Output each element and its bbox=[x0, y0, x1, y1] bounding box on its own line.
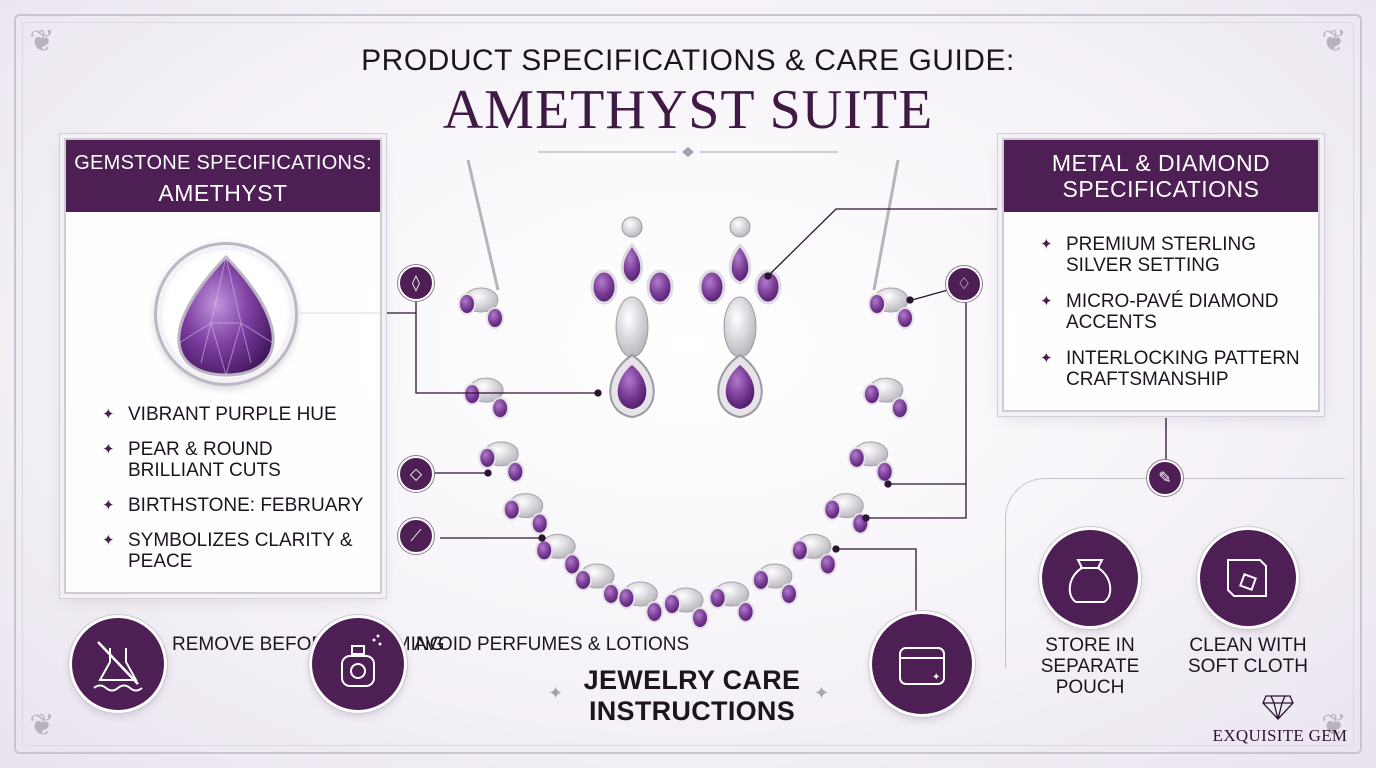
necklace-segment bbox=[663, 587, 709, 629]
necklace-chain bbox=[466, 159, 500, 291]
jewelry-pouch-box-icon: ✦ bbox=[872, 614, 972, 714]
list-item: ✦INTERLOCKING PATTERN CRAFTSMANSHIP bbox=[1040, 348, 1300, 390]
necklace bbox=[458, 287, 914, 629]
metal-panel-header: METAL & DIAMOND SPECIFICATIONS bbox=[1004, 140, 1318, 212]
gemstone-specs-panel: GEMSTONE SPECIFICATIONS: AMETHYST ✦VIBRA… bbox=[64, 138, 382, 594]
necklace-segment bbox=[823, 493, 870, 535]
sparkle-icon: ✦ bbox=[1040, 292, 1053, 310]
list-item: ✦VIBRANT PURPLE HUE bbox=[102, 404, 337, 425]
sparkle-icon: ✦ bbox=[102, 496, 115, 514]
necklace-segment bbox=[535, 533, 582, 576]
gemstone-specs-list: ✦VIBRANT PURPLE HUE ✦PEAR & ROUND BRILLI… bbox=[102, 404, 372, 586]
necklace-segment bbox=[617, 581, 664, 623]
necklace-segment bbox=[458, 287, 504, 329]
sparkle-icon: ✦ bbox=[102, 405, 115, 423]
svg-text:✦: ✦ bbox=[932, 672, 940, 683]
gemstone-panel-header: GEMSTONE SPECIFICATIONS: AMETHYST bbox=[66, 140, 380, 212]
metal-diamond-specs-panel: METAL & DIAMOND SPECIFICATIONS ✦PREMIUM … bbox=[1002, 138, 1320, 412]
sparkle-icon: ✦ bbox=[548, 683, 564, 704]
corner-ornament-icon: ❦ bbox=[29, 708, 55, 743]
diamond-icon: ◇ bbox=[398, 456, 434, 492]
sparkle-icon: ✦ bbox=[814, 683, 830, 704]
earring-right bbox=[698, 216, 782, 419]
corner-ornament-icon: ❦ bbox=[29, 24, 55, 59]
corner-ornament-icon: ❦ bbox=[1321, 24, 1347, 59]
list-item: ✦PREMIUM STERLING SILVER SETTING bbox=[1040, 234, 1257, 276]
care-label-pouch: STORE IN SEPARATE POUCH bbox=[1040, 635, 1140, 698]
list-item: ✦PEAR & ROUND BRILLIANT CUTS bbox=[102, 439, 281, 481]
amethyst-gem-image bbox=[154, 242, 298, 386]
no-swimming-icon bbox=[72, 618, 164, 710]
diamond-ring-icon: ♢ bbox=[946, 266, 982, 302]
page-subtitle: PRODUCT SPECIFICATIONS & CARE GUIDE: bbox=[361, 44, 1015, 77]
care-heading: JEWELRY CARE INSTRUCTIONS bbox=[583, 665, 801, 726]
corner-ornament-icon: ❦ bbox=[1321, 708, 1347, 743]
necklace-segment bbox=[751, 563, 798, 605]
ruler-icon: ✎ bbox=[1147, 460, 1183, 496]
brand-diamond-icon bbox=[1262, 695, 1294, 720]
title-divider bbox=[538, 147, 838, 157]
perfume-icon bbox=[312, 618, 404, 710]
brand-name: EXQUISITE GEM bbox=[1212, 726, 1348, 745]
necklace-segment bbox=[463, 377, 510, 420]
sparkle-icon: ✦ bbox=[1040, 349, 1053, 367]
necklace-segment bbox=[708, 581, 755, 623]
necklace-segment bbox=[502, 493, 549, 535]
droplet-icon: ◊ bbox=[398, 265, 434, 301]
gemstone-heading-line2: AMETHYST bbox=[158, 180, 288, 206]
cut-tool-icon: ⟋ bbox=[398, 518, 434, 554]
care-label-cloth: CLEAN WITH SOFT CLOTH bbox=[1188, 635, 1308, 677]
necklace-segment bbox=[790, 533, 837, 576]
necklace-segment bbox=[862, 377, 909, 420]
necklace-segment bbox=[847, 441, 894, 483]
necklace-segment bbox=[574, 563, 621, 605]
cloth-icon bbox=[1200, 530, 1296, 626]
metal-heading-line2: SPECIFICATIONS bbox=[1062, 176, 1260, 202]
earring-left bbox=[590, 216, 674, 419]
pear-gem-icon bbox=[177, 254, 275, 377]
metal-heading-line1: METAL & DIAMOND bbox=[1051, 150, 1271, 176]
page-title: AMETHYST SUITE bbox=[442, 79, 934, 141]
care-label-perfumes: AVOID PERFUMES & LOTIONS bbox=[414, 634, 690, 655]
necklace-chain bbox=[872, 159, 900, 291]
gemstone-heading-line1: GEMSTONE SPECIFICATIONS: bbox=[74, 152, 372, 174]
list-item: ✦MICRO-PAVÉ DIAMOND ACCENTS bbox=[1040, 291, 1279, 333]
necklace-segment bbox=[478, 441, 525, 483]
metal-specs-list: ✦PREMIUM STERLING SILVER SETTING ✦MICRO-… bbox=[1040, 234, 1310, 405]
sparkle-icon: ✦ bbox=[1040, 235, 1053, 253]
list-item: ✦SYMBOLIZES CLARITY & PEACE bbox=[102, 530, 353, 572]
necklace-segment bbox=[868, 287, 914, 329]
sparkle-icon: ✦ bbox=[102, 440, 115, 458]
pouch-icon bbox=[1042, 530, 1138, 626]
sparkle-icon: ✦ bbox=[102, 531, 115, 549]
list-item: ✦BIRTHSTONE: FEBRUARY bbox=[102, 495, 364, 516]
